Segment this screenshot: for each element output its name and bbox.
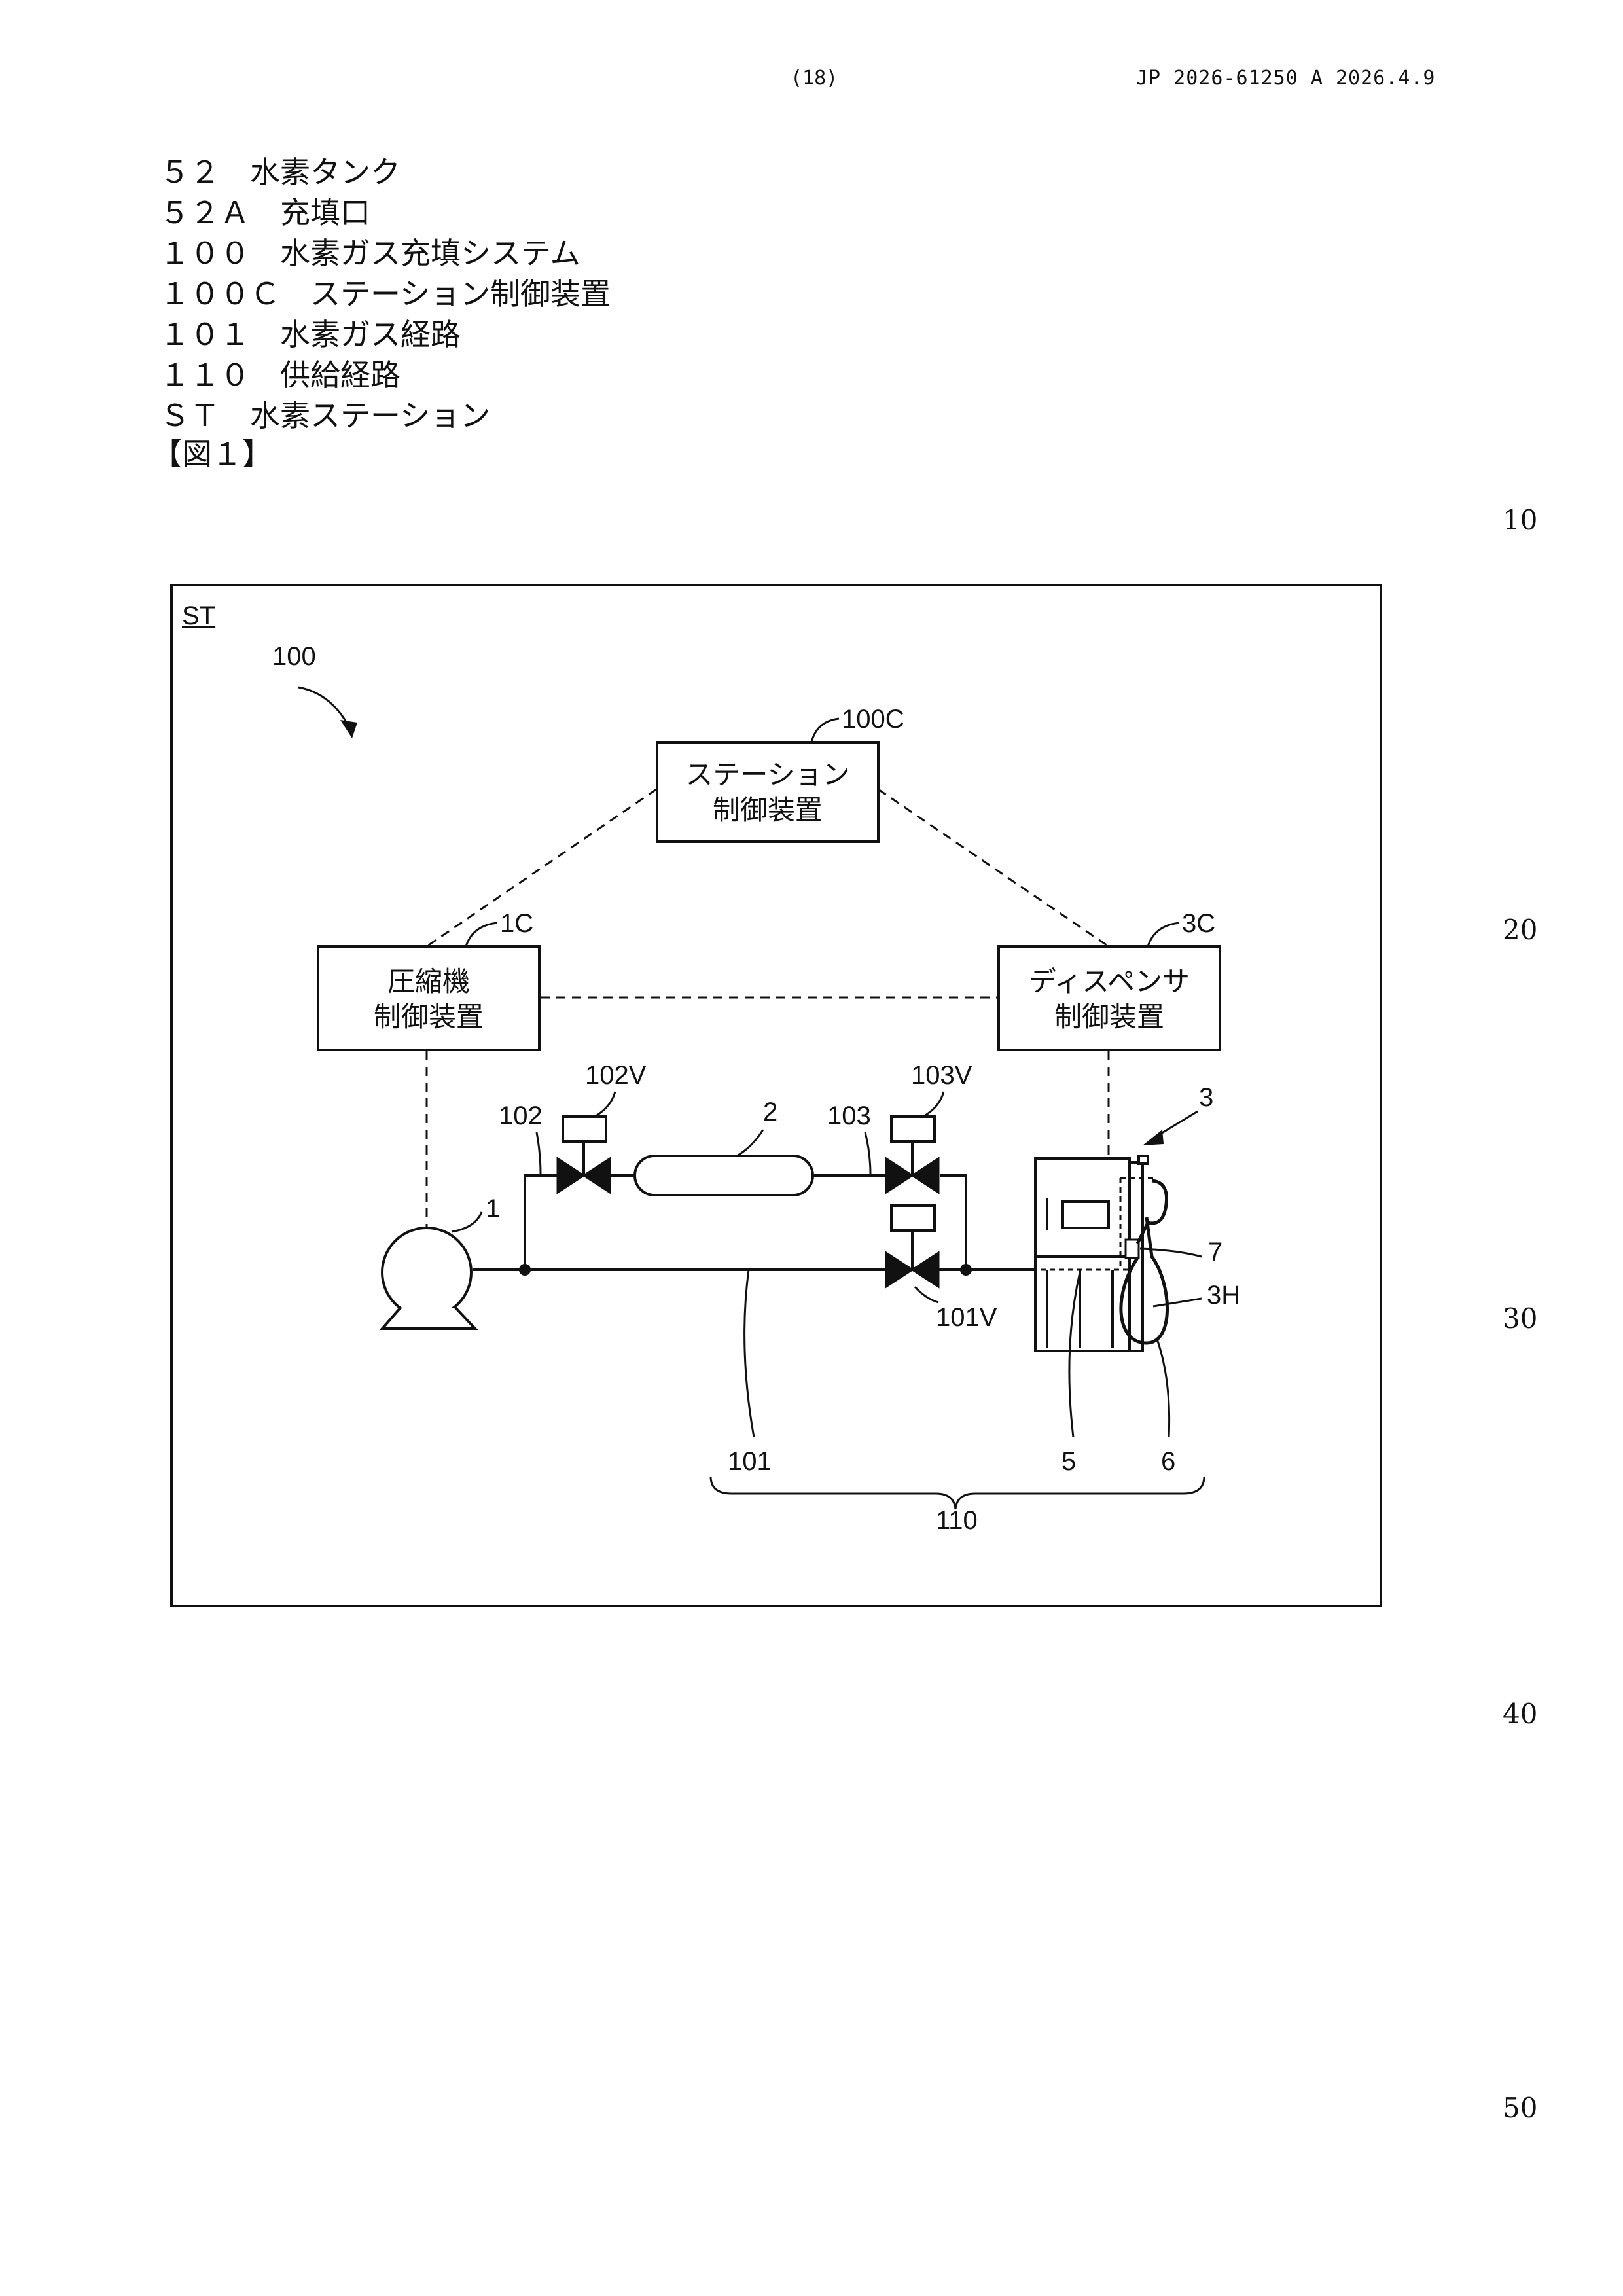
meter-ref: 7	[1208, 1238, 1222, 1266]
compressor-controller-line2: 制御装置	[374, 1001, 484, 1032]
leader-6	[1157, 1339, 1169, 1437]
valve-102v-label: 102V	[585, 1061, 647, 1090]
dispenser-controller-box	[999, 946, 1220, 1050]
leader-3h	[1153, 1299, 1202, 1306]
station-controller-line2: 制御装置	[713, 795, 823, 825]
tank-ref: 2	[763, 1098, 777, 1126]
path-101-label: 101	[728, 1447, 772, 1476]
leader-1c	[466, 923, 497, 946]
system-ref-label: 100	[272, 642, 316, 671]
nozzle-ref: 3H	[1207, 1281, 1240, 1310]
leader-101v	[915, 1287, 938, 1302]
leader-2	[737, 1130, 763, 1156]
hose-ref: 6	[1161, 1447, 1175, 1476]
supply-path-brace	[711, 1477, 1204, 1509]
system-ref-arrowhead	[340, 720, 357, 738]
valve-101v-label: 101V	[936, 1303, 997, 1332]
leader-7	[1140, 1249, 1202, 1257]
internal-path-ref: 5	[1061, 1447, 1076, 1476]
compressor-controller-box	[318, 946, 539, 1050]
supply-path-ref: 110	[936, 1506, 978, 1535]
dispenser-controller-line1: ディスペンサ	[1029, 966, 1190, 997]
leader-101	[745, 1270, 754, 1437]
compressor	[382, 1228, 471, 1317]
compressor-controller-line1: 圧縮機	[387, 966, 470, 997]
valve-103v-label: 103V	[911, 1061, 972, 1090]
station-controller-box	[657, 742, 878, 842]
junction-left	[519, 1264, 531, 1276]
leader-102v	[597, 1092, 615, 1115]
dispenser-ref: 3	[1199, 1083, 1213, 1112]
accumulator-tank	[635, 1156, 813, 1195]
valve-103v-actuator	[891, 1117, 935, 1141]
path-102-label: 102	[499, 1102, 543, 1130]
compressor-controller-ref: 1C	[500, 909, 533, 938]
station-controller-ref: 100C	[842, 705, 904, 734]
compressor-base	[382, 1308, 475, 1329]
leader-3c	[1148, 923, 1179, 946]
dispenser-controller-line2: 制御装置	[1054, 1001, 1164, 1032]
compressor-ref: 1	[486, 1194, 500, 1223]
station-label: ST	[182, 601, 215, 630]
valve-101v-actuator	[891, 1206, 935, 1230]
station-controller-line1: ステーション	[685, 759, 849, 790]
junction-right	[960, 1264, 972, 1276]
dispenser-controller-ref: 3C	[1182, 909, 1215, 938]
leader-1	[452, 1212, 482, 1232]
valve-102v-actuator	[563, 1117, 606, 1141]
leader-102	[537, 1132, 541, 1174]
path-103-label: 103	[827, 1102, 871, 1130]
leader-100c	[812, 719, 839, 742]
leader-103v	[925, 1092, 944, 1115]
leader-103	[865, 1132, 870, 1174]
system-ref-arrow	[298, 687, 352, 733]
leader-3-arrowhead	[1143, 1130, 1164, 1145]
